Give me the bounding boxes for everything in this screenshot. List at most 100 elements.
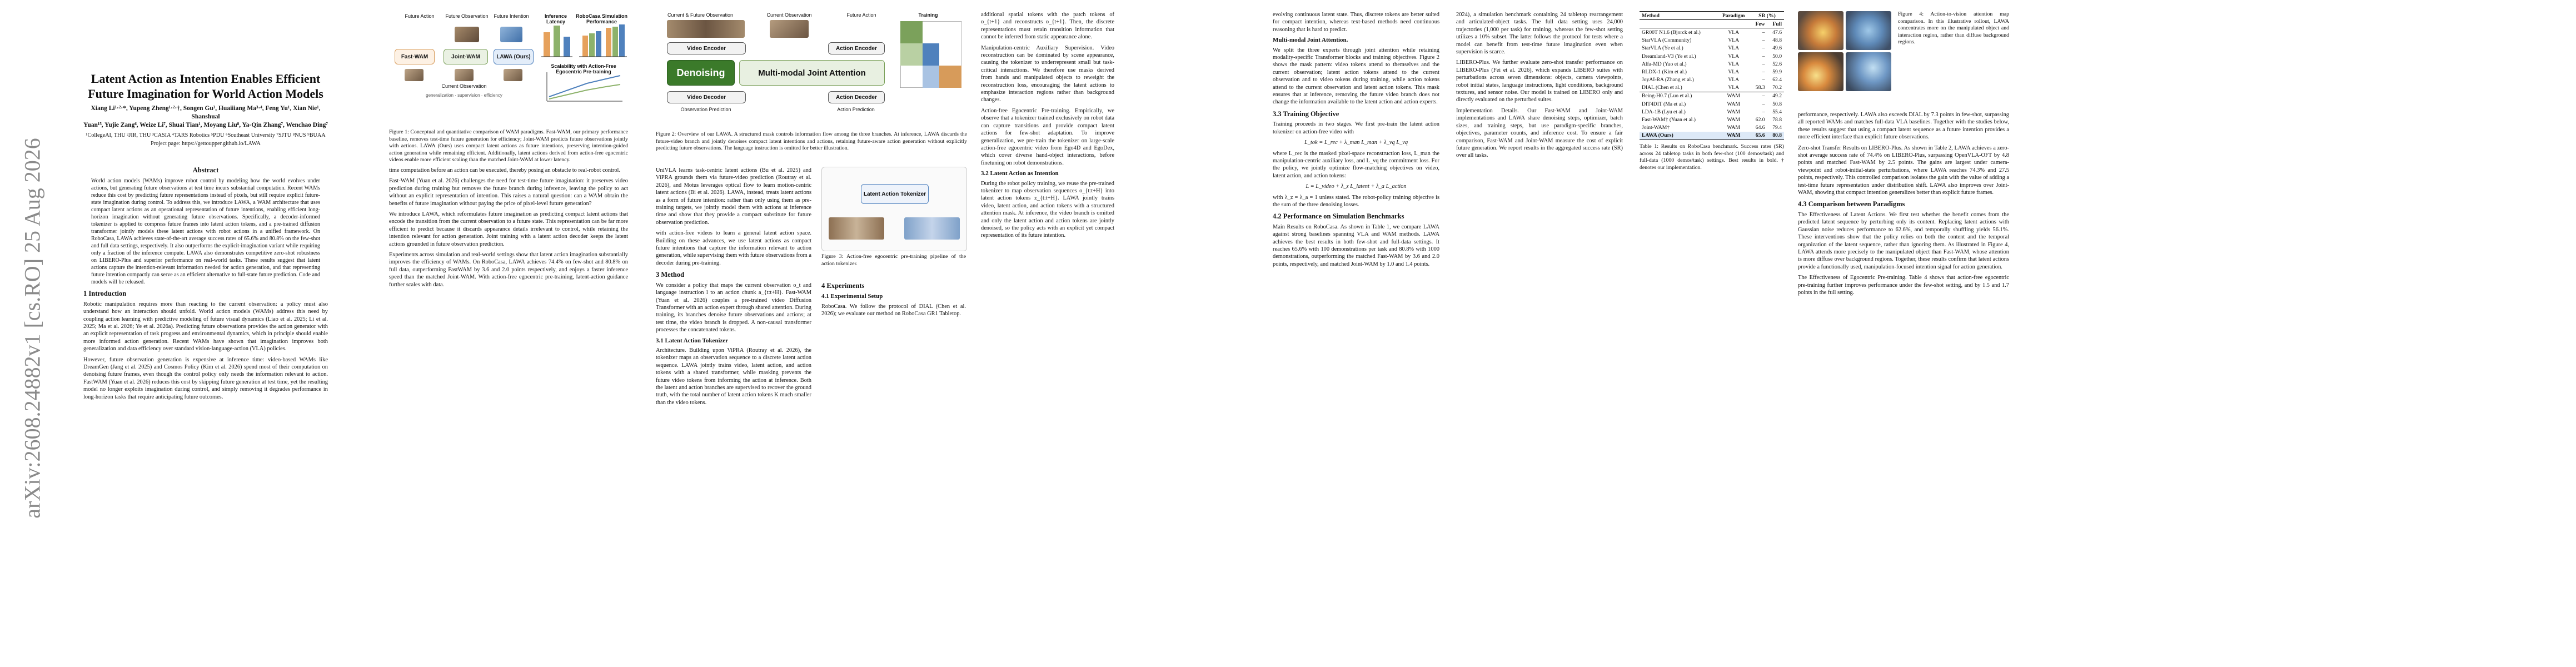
table-cell: Joint-WAM† (1642, 125, 1670, 131)
sec33-paragraph: Training proceeds in two stages. We firs… (1273, 121, 1439, 135)
robocasa-paragraph: RoboCasa. We follow the protocol of DIAL… (821, 303, 966, 317)
fig2-action-decoder: Action Decoder (828, 91, 885, 103)
fig4-frame-3 (1798, 52, 1843, 91)
page3-column-c: evolving continuous latent state. Thus, … (1273, 11, 1439, 271)
figure-3: Latent Action Tokenizer (821, 167, 967, 251)
right-paragraph-4: Experiments across simulation and real-w… (389, 252, 628, 288)
figure-4 (1798, 11, 1892, 94)
table-cell: 50.8 (1772, 101, 1782, 107)
abstract-heading: Abstract (192, 166, 219, 174)
fig1-plot3-title: Scalability with Action-Free Egocentric … (551, 63, 616, 74)
effect-ego-paragraph: The Effectiveness of Egocentric Pre-trai… (1798, 275, 2009, 296)
figure-1: Future Action Future Observation Future … (389, 12, 628, 126)
method-paragraph-1: We consider a policy that maps the curre… (656, 282, 811, 334)
fig1-robocasa-plot (579, 24, 627, 57)
table-cell: WAM (1727, 108, 1740, 115)
th-sr: SR (%) (1750, 11, 1784, 21)
table-cell: StarVLA (Ye et al.) (1642, 45, 1683, 52)
fig1-current-frame-3 (504, 69, 522, 81)
fig1-latency-plot (541, 26, 572, 57)
figure-4-caption: Figure 4: Action-to-vision attention map… (1898, 11, 2009, 46)
right-column: time computation before an action can be… (389, 167, 628, 292)
th-method: Method (1640, 11, 1717, 21)
fig2-label-future-action: Future Action (846, 12, 876, 18)
right-paragraph-1: time computation before an action can be… (389, 167, 621, 173)
table-cell: VLA (1728, 29, 1740, 36)
sec33-paragraph-2: where L_rec is the masked pixel-space re… (1273, 150, 1439, 179)
colD-paragraph-1: 2024), a simulation benchmark containing… (1456, 12, 1623, 56)
fig1-jointwam-box: Joint-WAM (444, 49, 488, 64)
table-cell: – (1762, 108, 1765, 115)
table-cell: Alfa-MD (Yao et al.) (1642, 61, 1687, 67)
authors-line-2: Yuan¹⁵, Yujie Zang⁶, Weize Li⁷, Shuai Ti… (83, 122, 328, 128)
table-cell: – (1762, 45, 1765, 52)
page-1: Latent Action as Intention Enables Effic… (56, 0, 634, 667)
fig2-label-action-prediction: Action Prediction (837, 107, 875, 112)
th-paradigm: Paradigm (1717, 11, 1750, 21)
mm-heading: Multi-modal Joint Attention. (1273, 37, 1348, 44)
project-page[interactable]: Project page: https://gettoupper.github.… (151, 141, 261, 147)
th-few: Few (1750, 19, 1767, 29)
fig2-joint-attention-block: Multi-modal Joint Attention (739, 60, 885, 86)
fig1-plot2-title: RoboCasa Simulation Performance (575, 13, 627, 24)
fig1-label-future-intention: Future Intention (494, 13, 529, 19)
table-cell: StarVLA (Community) (1642, 37, 1692, 44)
intro-paragraph-1: Robotic manipulation requires more than … (83, 301, 328, 352)
table-cell: – (1762, 29, 1765, 36)
fig4-frame-4 (1846, 52, 1891, 91)
affiliations: ¹CollegeAI, THU ²JIR, THU ³CASIA ⁴TARS R… (86, 132, 326, 138)
left-column: Abstract World action models (WAMs) impr… (83, 166, 328, 404)
table-row: LDA-1B (Lyu et al.)WAM–55.4 (1640, 108, 1784, 116)
table-cell: 64.6 (1755, 125, 1765, 131)
table-cell: LDA-1B (Lyu et al.) (1642, 108, 1686, 115)
figure-2-caption: Figure 2: Overview of our LAWA. A struct… (656, 131, 967, 152)
table-cell: WAM (1727, 125, 1740, 131)
table-cell: GR00T N1.6 (Bjorck et al.) (1642, 29, 1701, 36)
table-cell: 59.9 (1772, 68, 1782, 75)
colB-paragraph-2: Manipulation-centric Auxiliary Supervisi… (981, 44, 1114, 103)
sec31-paragraph: Architecture. Building upon ViPRA (Routr… (656, 347, 811, 406)
method-column-b: additional spatial tokens with the patch… (981, 11, 1114, 243)
table-cell: WAM (1727, 117, 1740, 123)
table-cell: VLA (1728, 68, 1740, 75)
table-cell: VLA (1728, 61, 1740, 67)
colA-paragraph-2: with action-free videos to learn a gener… (656, 230, 811, 266)
table-cell: 47.6 (1772, 29, 1782, 36)
table-cell: VLA (1728, 53, 1740, 59)
libero-paragraph: LIBERO-Plus. We further evaluate zero-sh… (1456, 59, 1623, 103)
table-cell: 50.0 (1772, 53, 1782, 59)
fig2-denoising-block: Denoising (667, 60, 735, 86)
abstract-text: World action models (WAMs) improve robot… (91, 178, 320, 286)
table-cell: VLA (1728, 77, 1740, 83)
sec42-heading: 4.2 Performance on Simulation Benchmarks (1273, 212, 1404, 221)
fig2-label-training: Training (918, 12, 938, 18)
sec32-heading: 3.2 Latent Action as Intention (981, 170, 1059, 177)
fig1-legend-gen: generalization (426, 93, 454, 98)
authors-line-1: Xiang Li¹·²·*, Yupeng Zheng¹·²·†, Songen… (91, 105, 321, 120)
table-cell: LAWA (Ours) (1640, 131, 1717, 140)
fig1-label-future-action: Future Action (405, 13, 435, 19)
fig1-future-frame (455, 27, 479, 42)
figure-2: Current & Future Observation Current Obs… (656, 11, 1245, 131)
table-cell: 80.8 (1767, 131, 1784, 140)
fig2-label-obs-prediction: Observation Prediction (680, 107, 731, 112)
fig4-frame-2 (1846, 11, 1891, 50)
results-table: Method Paradigm SR (%) Few Full GR00T N1… (1640, 11, 1784, 140)
table-row: DIT4DIT (Ma et al.)WAM–50.8 (1640, 100, 1784, 108)
fig1-plot1-title: Inference Latency (544, 13, 567, 24)
fig1-label-future-obs: Future Observation (445, 13, 489, 19)
table-row: GR00T N1.6 (Bjorck et al.) VLA –47.6 (1640, 28, 1784, 37)
figure-3-caption: Figure 3: Action-free egocentric pre-tra… (821, 253, 966, 267)
fig1-legend-eff: efficiency (484, 93, 502, 98)
fig2-current-frame (770, 20, 809, 38)
table-cell: Being-H0.7 (Luo et al.) (1642, 93, 1692, 99)
table-cell: 79.4 (1772, 125, 1782, 131)
fig1-label-current-obs: Current Observation (441, 83, 487, 89)
fig3-recon-frames (904, 217, 960, 240)
intro-heading: 1 Introduction (83, 290, 127, 298)
arxiv-id: arXiv:2608.24882v1 [cs.RO] 25 Aug 2026 (19, 137, 45, 519)
sec31-heading: 3.1 Latent Action Tokenizer (656, 337, 729, 344)
table-cell: – (1762, 53, 1765, 59)
